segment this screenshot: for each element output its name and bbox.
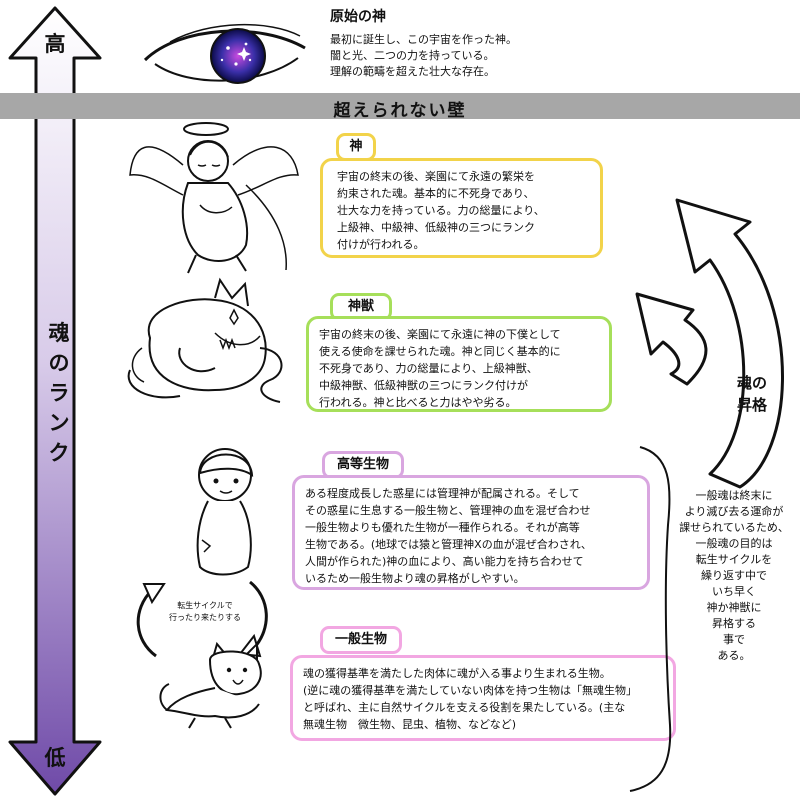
common-being-illustration (155, 640, 285, 730)
common-being-description: 魂の獲得基準を満たした肉体に魂が入る事より生まれる生物。 (逆に魂の獲得基準を満… (290, 655, 676, 741)
soul-purpose-note: 一般魂は終末に より滅び去る運命が 課せられているため、 一般魂の目的は 転生サ… (679, 489, 789, 662)
god-illustration (128, 115, 303, 275)
higher-being-description: ある程度成長した惑星には管理神が配属される。そして その惑星に生息する一般生物と… (292, 475, 650, 590)
side-note-bracket (620, 445, 680, 795)
rank-arrow (8, 6, 102, 796)
reincarnation-cycle-note: 転生サイクルで 行ったり来たりする (169, 601, 241, 622)
higher-being-illustration (180, 445, 270, 580)
common-being-label: 一般生物 (320, 626, 402, 654)
wall-label: 超えられない壁 (333, 101, 467, 121)
soul-ascension-arrows (615, 162, 800, 492)
reincarnation-cycle-arrows (122, 570, 282, 665)
rank-axis-title: 魂 の ラ ン ク (48, 321, 70, 465)
rank-high-label: 高 (44, 32, 66, 56)
god-description: 宇宙の終末の後、楽園にて永遠の繁栄を 約束された魂。基本的に不死身であり、 壮大… (320, 158, 603, 258)
unsurpassable-wall: 超えられない壁 (0, 93, 800, 121)
divine-beast-illustration (120, 278, 290, 408)
soul-ascension-label: 魂の 昇格 (736, 374, 767, 414)
primordial-title: 原始の神 (330, 9, 386, 25)
rank-arrow-shape (8, 6, 102, 796)
ascension-arrow-inner (637, 294, 706, 384)
ascension-arrow-outer (677, 200, 783, 487)
rank-low-label: 低 (44, 746, 66, 770)
god-label: 神 (336, 133, 376, 161)
higher-being-label: 高等生物 (322, 451, 404, 479)
primordial-line: 闇と光、二つの力を持っている。 (330, 49, 495, 62)
primordial-line: 理解の範疇を超えた壮大な存在。 (330, 65, 495, 78)
primordial-eye-illustration (140, 18, 310, 88)
divine-beast-description: 宇宙の終末の後、楽園にて永遠に神の下僕として 使える使命を課せられた魂。神と同じ… (306, 316, 612, 412)
primordial-line: 最初に誕生し、この宇宙を作った神。 (330, 33, 517, 46)
